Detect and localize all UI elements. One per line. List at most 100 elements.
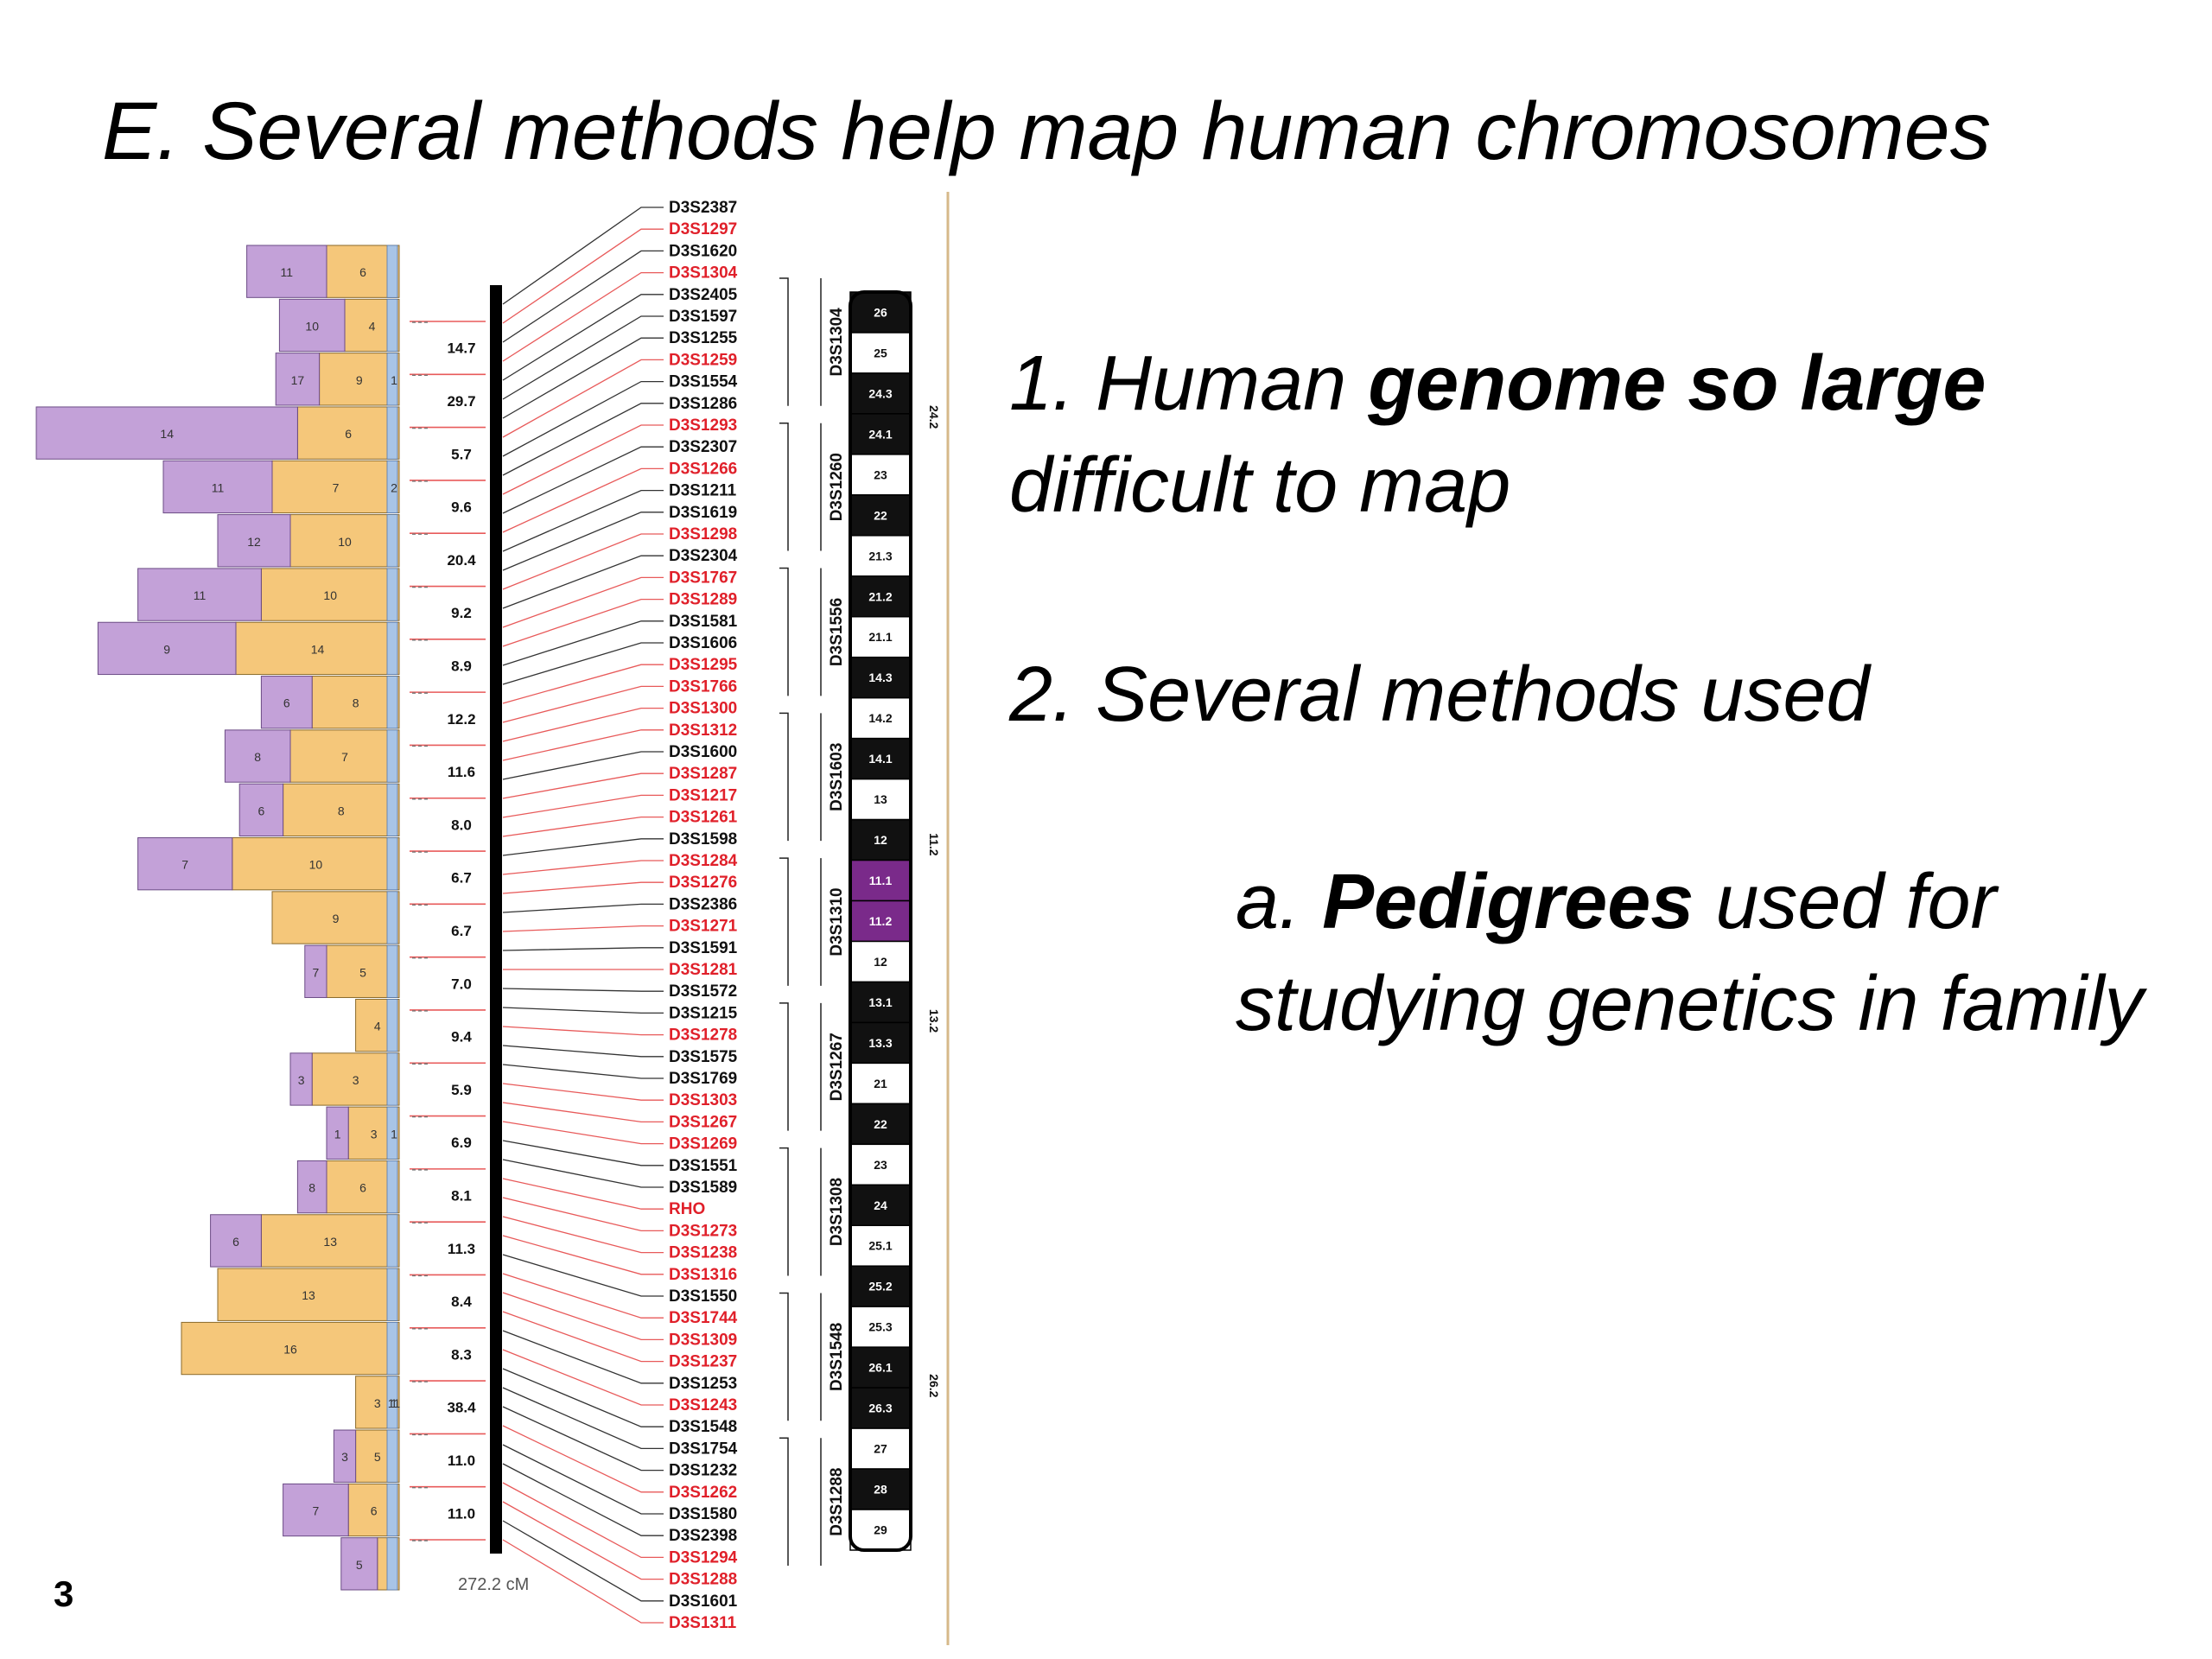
marker-label: D3S1572	[669, 982, 737, 1001]
histogram-bar-blue	[386, 1483, 398, 1537]
band-label: 12	[874, 833, 887, 847]
interval-value: 11.0	[448, 1452, 475, 1469]
histogram-label: 8	[308, 1181, 315, 1195]
marker-label: D3S1294	[669, 1548, 738, 1567]
marker-label: D3S1295	[669, 656, 738, 674]
histogram-label: 3	[341, 1450, 348, 1464]
marker-label: D3S1620	[669, 242, 737, 260]
marker-label: D3S1554	[669, 373, 738, 391]
marker-label: D3S1276	[669, 874, 737, 892]
histogram-label: 14	[160, 427, 174, 441]
chromosome-band	[849, 778, 912, 821]
chromosome-band	[849, 332, 912, 374]
marker-groups: D3S1304D3S1260D3S1556D3S1603D3S1310D3S12…	[779, 277, 846, 1566]
marker-label: D3S2304	[669, 547, 738, 565]
histogram-bar-blue	[386, 298, 398, 353]
histogram-bar-purple	[246, 245, 327, 298]
band-label: 21.1	[868, 630, 892, 644]
histogram-label: 8	[353, 696, 359, 710]
marker-label: D3S1284	[669, 852, 738, 870]
band-label: 26.1	[868, 1361, 892, 1375]
bullet-text: used for studying genetics in family	[1236, 859, 2144, 1047]
histogram-bar-blue	[386, 1106, 398, 1160]
marker-label: D3S1259	[669, 351, 737, 369]
band-label: 26.3	[868, 1402, 892, 1415]
histogram-label: 13	[302, 1288, 315, 1302]
marker-label: D3S1304	[669, 264, 738, 283]
chromosome-band	[849, 940, 912, 983]
marker-connector	[502, 228, 664, 324]
histogram-label: 7	[341, 750, 348, 764]
histogram-label: 16	[283, 1343, 297, 1357]
marker-connector	[502, 1406, 664, 1471]
histogram-bar-orange	[311, 1052, 400, 1106]
histogram-bar-orange	[260, 568, 400, 621]
histogram-bar-blue	[386, 1214, 398, 1268]
band-label: 21	[874, 1077, 887, 1090]
histogram-label: 6	[232, 1235, 239, 1249]
marker-label: D3S1237	[669, 1353, 737, 1371]
histogram-label: 6	[258, 804, 265, 817]
marker-connector	[502, 903, 664, 913]
marker-connectors	[502, 207, 664, 1624]
marker-label: D3S1255	[669, 329, 738, 347]
marker-label: D3S1311	[669, 1614, 737, 1632]
histogram-label: 1	[334, 1127, 341, 1141]
histogram-bar-purple	[162, 460, 273, 514]
histogram-bar-orange	[235, 621, 400, 676]
interval-value: 6.7	[451, 870, 472, 887]
histogram-bar-purple	[340, 1537, 378, 1591]
histogram-bar-blue	[386, 999, 398, 1052]
marker-label: D3S1303	[669, 1091, 737, 1109]
chromosome-band	[849, 656, 912, 699]
histogram-label: 9	[333, 912, 340, 925]
histogram-bar-orange	[311, 676, 400, 729]
histogram-label: 5	[359, 965, 366, 979]
interval-value: 11.3	[448, 1241, 475, 1257]
histogram-label: 9	[163, 642, 170, 656]
histogram-bar-purple	[137, 837, 233, 891]
band-label: 24.1	[868, 427, 892, 441]
histogram-label: 17	[291, 373, 305, 387]
histogram-label: 9	[356, 373, 363, 387]
marker-connector	[502, 1539, 664, 1624]
histogram-label: 10	[305, 319, 319, 333]
marker-label: D3S1271	[669, 918, 738, 936]
histogram-label: 1	[391, 1127, 397, 1141]
band-label: 25.3	[868, 1320, 892, 1334]
histogram-label: 4	[369, 319, 376, 333]
marker-label: D3S1261	[669, 809, 738, 827]
marker-connector	[502, 446, 664, 514]
interval-value: 5.7	[451, 446, 472, 462]
group-label: D3S1548	[828, 1323, 846, 1391]
group-label: D3S1556	[828, 598, 846, 666]
bullet-emphasis: Pedigrees	[1322, 859, 1694, 945]
histogram-label: 10	[309, 858, 323, 872]
chromosome-band	[849, 291, 912, 334]
marker-connector	[502, 1235, 664, 1275]
marker-label: D3S1601	[669, 1592, 738, 1611]
band-label: 24	[874, 1198, 887, 1212]
marker-connector	[502, 729, 664, 761]
marker-connector	[502, 794, 664, 818]
histogram-label: 3	[374, 1396, 381, 1410]
marker-label: D3S1589	[669, 1179, 737, 1197]
marker-connector	[502, 315, 664, 400]
band-label: 27	[874, 1442, 887, 1456]
interval-value: 38.4	[447, 1400, 476, 1416]
histogram-label: 6	[283, 696, 290, 710]
interval-value: 14.7	[447, 340, 475, 357]
group-label: D3S1288	[828, 1467, 846, 1535]
histogram-bar-blue	[386, 1537, 398, 1591]
histogram-label: 11	[194, 588, 207, 602]
marker-label: D3S1267	[669, 1113, 737, 1131]
histogram-bar-orange	[271, 460, 400, 514]
bullet-pedigrees: a. Pedigrees used for studying genetics …	[1236, 851, 2152, 1055]
band-label: 23	[874, 467, 887, 481]
marker-connector	[502, 988, 664, 992]
band-label: 24.3	[868, 386, 892, 400]
chromosome-band	[849, 1387, 912, 1429]
band-side-label: 13.2	[927, 1009, 941, 1033]
histogram-bar-purple	[260, 676, 313, 729]
marker-connector	[502, 620, 664, 666]
